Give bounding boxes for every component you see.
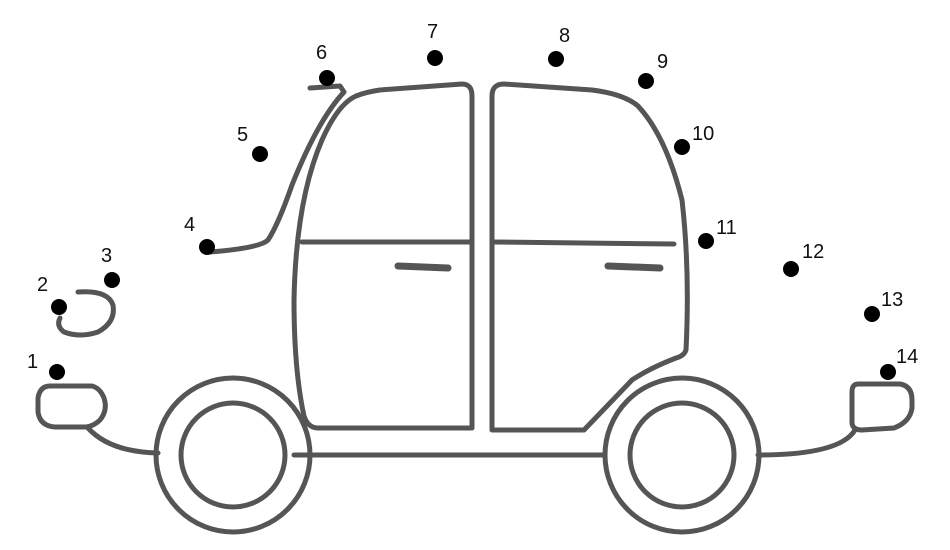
dot-marker[interactable] [49, 364, 65, 380]
front-tire [153, 375, 313, 535]
headlight-curl [56, 289, 116, 338]
front-door [291, 81, 475, 431]
dot-marker[interactable] [199, 239, 215, 255]
dot-marker[interactable] [548, 51, 564, 67]
rear-bumper [849, 381, 915, 433]
dot-marker[interactable] [638, 73, 654, 89]
dot-9[interactable]: 9 [638, 51, 668, 89]
rear-door [489, 81, 690, 433]
dot-label: 2 [37, 274, 48, 296]
dot-marker[interactable] [783, 261, 799, 277]
dot-label: 11 [716, 217, 737, 239]
dot-marker[interactable] [880, 364, 896, 380]
dot-4[interactable]: 4 [184, 214, 215, 255]
dot-1[interactable]: 1 [27, 351, 65, 380]
dot-10[interactable]: 10 [674, 123, 714, 155]
dot-8[interactable]: 8 [548, 25, 570, 67]
dot-marker[interactable] [864, 306, 880, 322]
front-rim [178, 400, 288, 510]
dot-label: 3 [101, 245, 112, 267]
rear-door-window-line [489, 239, 677, 247]
dot-label: 8 [559, 25, 570, 47]
dot-5[interactable]: 5 [237, 124, 268, 162]
dot-marker[interactable] [104, 272, 120, 288]
dot-7[interactable]: 7 [427, 21, 443, 66]
dot-marker[interactable] [674, 139, 690, 155]
rear-door-handle [604, 262, 664, 272]
dot-3[interactable]: 3 [101, 245, 120, 288]
front-door-handle [394, 262, 452, 272]
dot-label: 1 [27, 351, 38, 373]
windshield-line [207, 83, 347, 255]
car-bottom-line [85, 425, 161, 456]
front-bumper [35, 383, 108, 430]
dot-label: 10 [692, 123, 714, 145]
dot-label: 13 [881, 289, 903, 311]
rear-tire [602, 375, 762, 535]
dot-11[interactable]: 11 [698, 217, 737, 249]
dot-label: 6 [316, 42, 327, 64]
dot-2[interactable]: 2 [37, 274, 67, 315]
dot-marker[interactable] [252, 146, 268, 162]
dot-label: 4 [184, 214, 195, 236]
dot-label: 5 [237, 124, 248, 146]
dot-13[interactable]: 13 [864, 289, 903, 322]
rear-rim [627, 400, 737, 510]
dot-12[interactable]: 12 [783, 241, 824, 277]
dot-marker[interactable] [319, 70, 335, 86]
dot-6[interactable]: 6 [316, 42, 335, 86]
dot-label: 9 [657, 51, 668, 73]
numbered-dots: 1 2 3 4 5 6 7 8 9 10 11 12 13 14 [27, 21, 918, 380]
dot-14[interactable]: 14 [880, 346, 918, 380]
dot-marker[interactable] [51, 299, 67, 315]
dot-label: 14 [896, 346, 918, 368]
dot-label: 7 [427, 21, 438, 43]
car-rear-bottom-line [755, 427, 858, 458]
dot-label: 12 [802, 241, 824, 263]
dot-marker[interactable] [427, 50, 443, 66]
dot-marker[interactable] [698, 233, 714, 249]
